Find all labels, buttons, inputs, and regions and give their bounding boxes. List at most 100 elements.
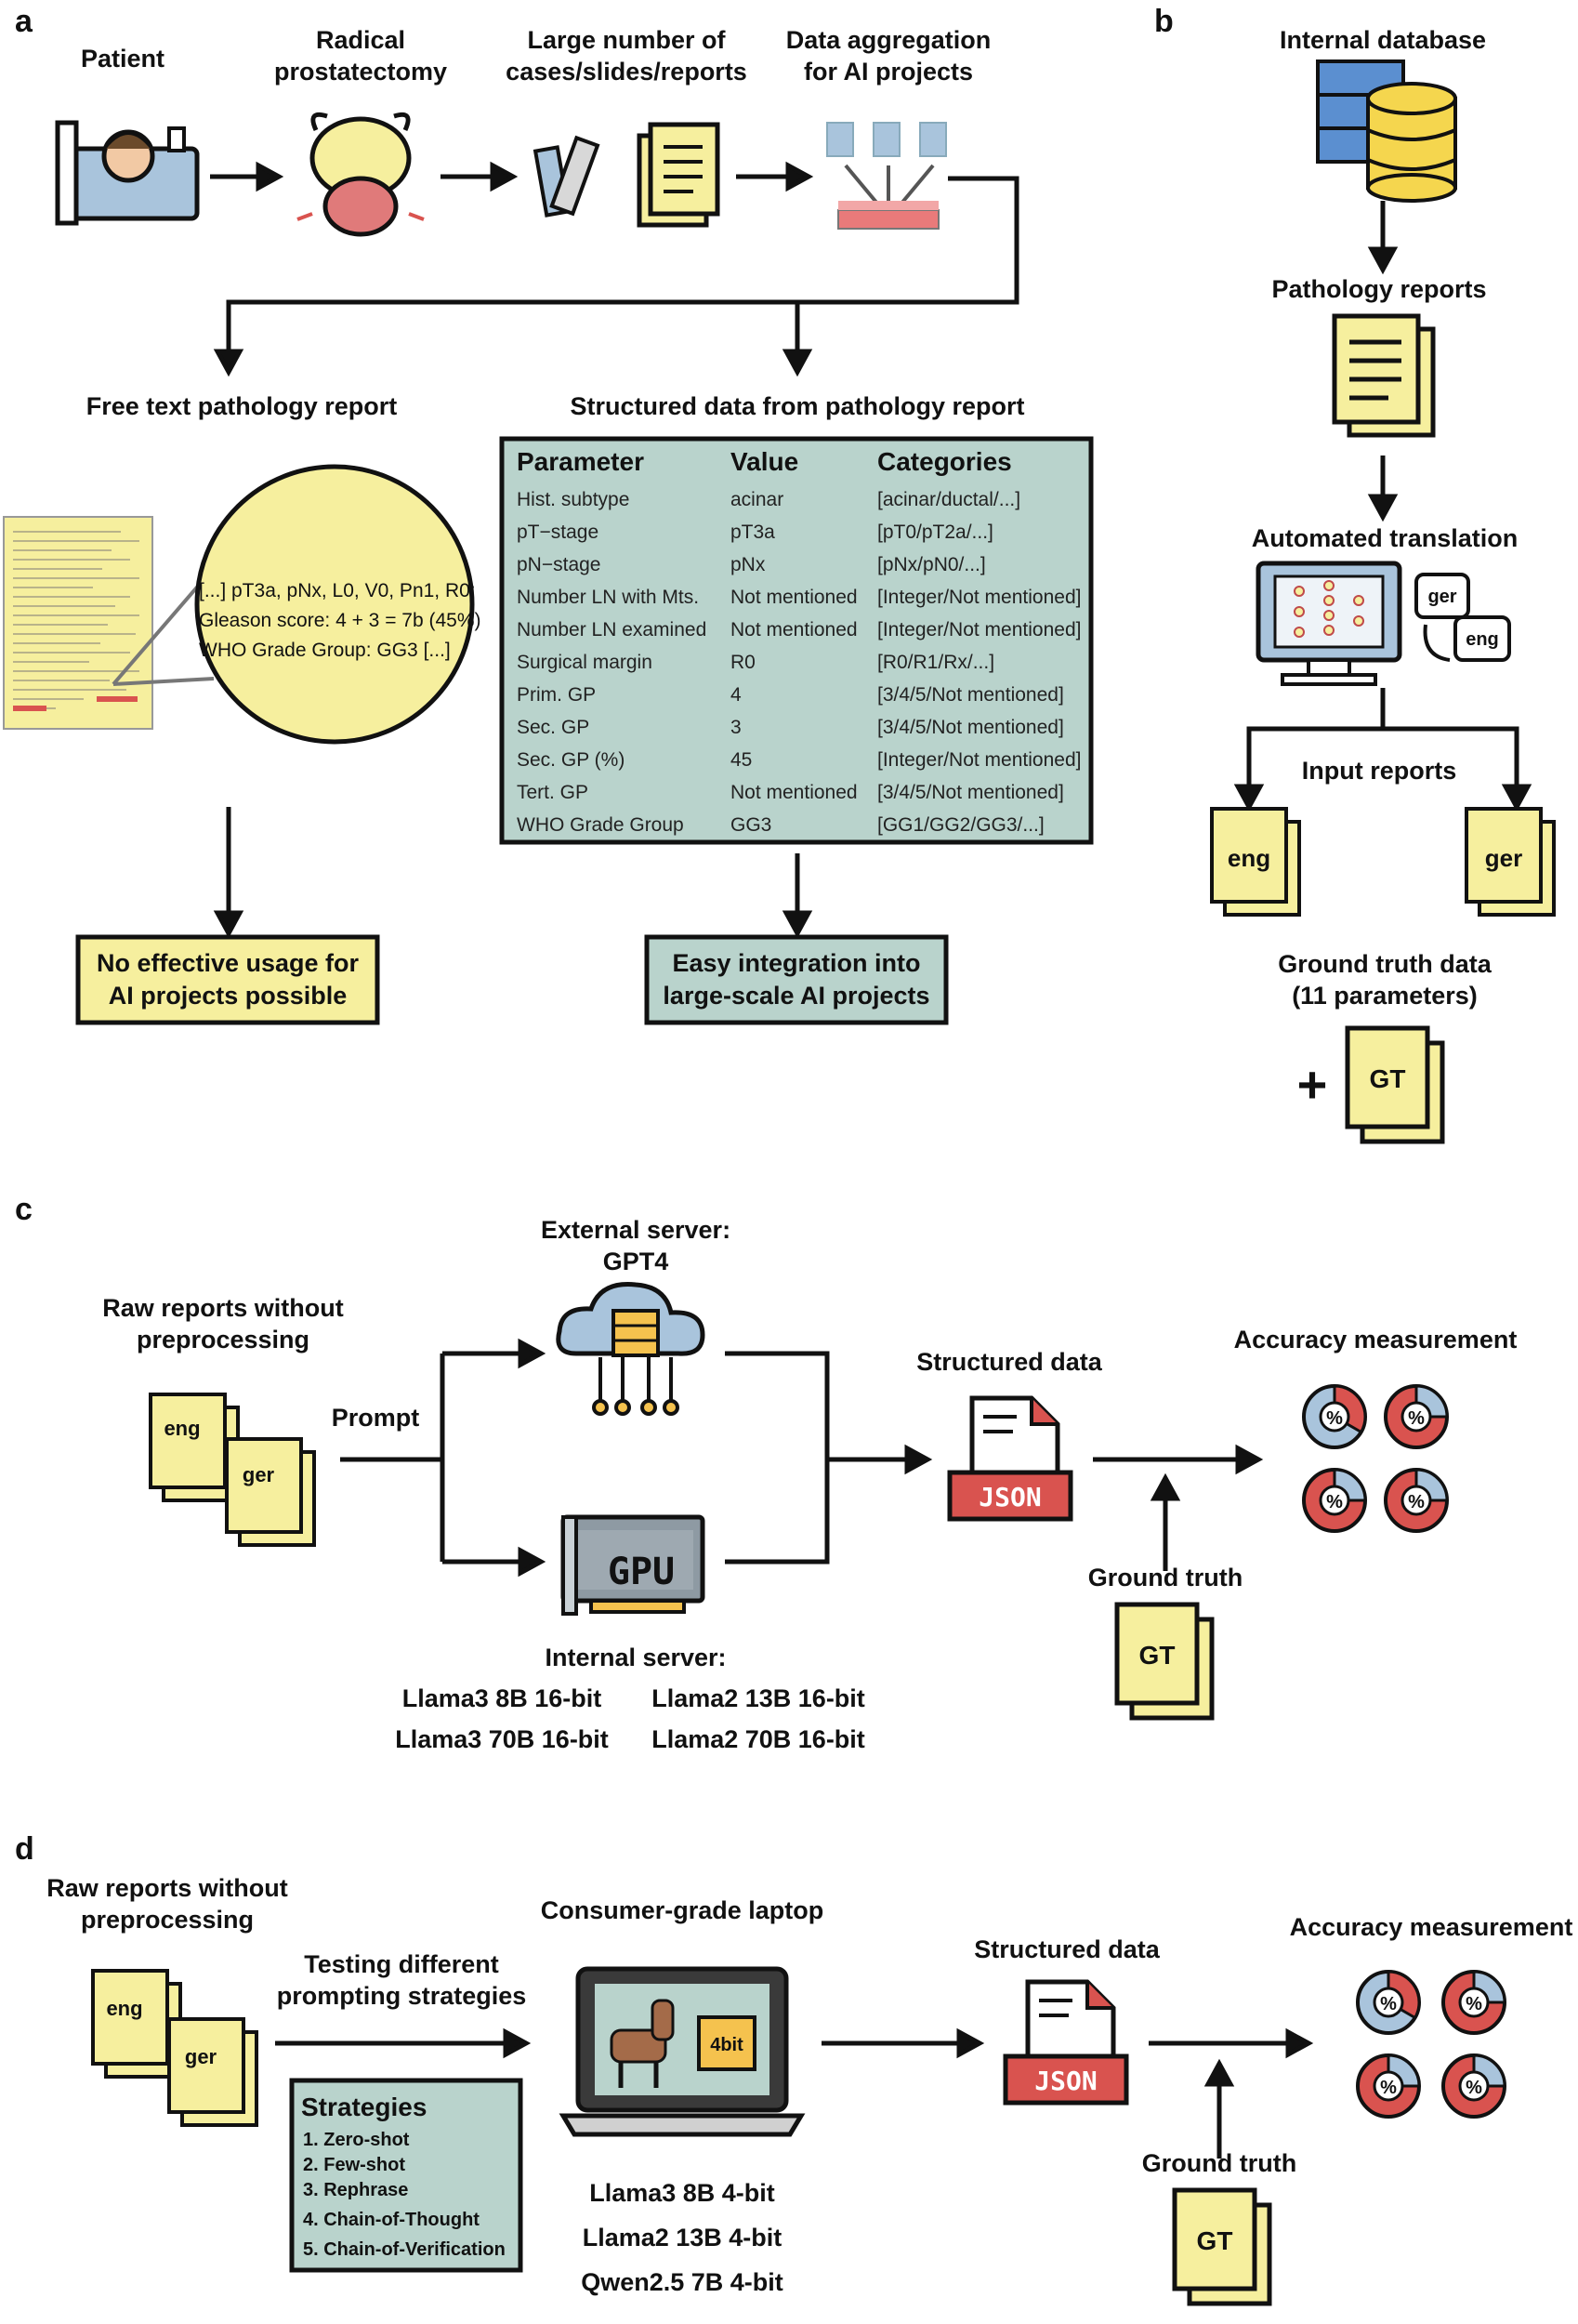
report-eng-d-icon: eng <box>91 1969 182 2079</box>
internal-server-label: Internal server: <box>545 1644 726 1671</box>
table-cell-r9-c2: [3/4/5/Not mentioned] <box>877 782 1064 803</box>
table-cell-r0-c1: acinar <box>730 489 783 510</box>
raw-reports-c-line-1: Raw reports without <box>102 1294 344 1322</box>
table-cell-r1-c0: pT−stage <box>517 522 598 543</box>
plus-sign: + <box>1297 1055 1328 1114</box>
report-ger-d-label: ger <box>185 2045 217 2068</box>
strategies-box: Strategies 1. Zero-shot 2. Few-shot 3. R… <box>289 2078 523 2273</box>
table-cell-r7-c0: Sec. GP <box>517 717 589 738</box>
strategies-title: Strategies <box>301 2093 427 2121</box>
easy-integration-line-2: large-scale AI projects <box>663 982 929 1010</box>
table-cell-r7-c1: 3 <box>730 717 742 738</box>
internal-database-label: Internal database <box>1280 26 1486 54</box>
panel-c: Raw reports without preprocessing eng ge… <box>102 1216 1517 1753</box>
language-bubbles-icon: ger eng <box>1414 573 1511 662</box>
easy-integration-line-1: Easy integration into <box>672 949 920 977</box>
step-aggregation-label-1: Data aggregation <box>786 26 992 54</box>
accuracy-pies-c: % % % % <box>1302 1384 1449 1533</box>
table-cell-r8-c1: 45 <box>730 749 752 771</box>
step-cases-label-1: Large number of <box>527 26 726 54</box>
step-prostatectomy-label-1: Radical <box>316 26 405 54</box>
input-report-eng-label: eng <box>1228 844 1270 872</box>
strategy-3: 3. Rephrase <box>303 2180 408 2200</box>
accuracy-c-label: Accuracy measurement <box>1234 1326 1518 1353</box>
table-cell-r3-c2: [Integer/Not mentioned] <box>877 587 1081 608</box>
gt-b-label: GT <box>1370 1064 1406 1093</box>
panel-b-arrows <box>1233 201 1532 812</box>
table-cell-r4-c2: [Integer/Not mentioned] <box>877 619 1081 640</box>
no-usage-line-1: No effective usage for <box>97 949 360 977</box>
table-cell-r9-c0: Tert. GP <box>517 782 588 803</box>
pie-c-2-label: % <box>1408 1408 1425 1429</box>
structured-title: Structured data from pathology report <box>570 392 1024 420</box>
patient-bed-icon <box>55 120 200 226</box>
table-header-1: Value <box>730 447 798 476</box>
bubble-ger: ger <box>1427 587 1456 607</box>
step-cases-label-2: cases/slides/reports <box>506 58 747 86</box>
accuracy-pies-d: % % % % <box>1356 1970 1506 2119</box>
table-cell-r5-c1: R0 <box>730 652 756 673</box>
free-text-report-document <box>3 516 153 730</box>
panel-a: Patient Radical prostatectomy Large numb… <box>3 26 1094 1025</box>
table-cell-r9-c1: Not mentioned <box>730 782 858 803</box>
raw-reports-d-line-2: preprocessing <box>81 1906 254 1934</box>
pie-c-4-label: % <box>1408 1492 1425 1512</box>
json-d-label: JSON <box>1034 2066 1097 2096</box>
translation-monitor-icon <box>1256 561 1402 686</box>
table-cell-r4-c0: Number LN examined <box>517 619 706 640</box>
report-ger-c-label: ger <box>243 1463 275 1486</box>
gt-d-icon: GT <box>1172 2187 1272 2306</box>
data-aggregation-icon <box>826 122 947 230</box>
laptop-label: Consumer-grade laptop <box>541 1896 824 1924</box>
input-report-ger-label: ger <box>1485 844 1522 872</box>
report-ger-d-icon: ger <box>167 2017 258 2127</box>
translation-label: Automated translation <box>1252 524 1519 552</box>
structured-data-d-label: Structured data <box>974 1935 1161 1963</box>
panel-b: Internal database Pathology reports <box>1210 26 1556 1144</box>
zoom-line-2: Gleason score: 4 + 3 = 7b (45%) <box>199 610 481 631</box>
table-cell-r0-c0: Hist. subtype <box>517 489 629 510</box>
table-cell-r6-c1: 4 <box>730 684 742 706</box>
model-c-2: Llama2 13B 16-bit <box>651 1684 865 1712</box>
pathology-reports-icon <box>1332 313 1436 438</box>
table-cell-r10-c2: [GG1/GG2/GG3/...] <box>877 814 1045 836</box>
raw-reports-c-line-2: preprocessing <box>137 1326 309 1353</box>
panel-c-arrows <box>340 1338 1264 1578</box>
table-header-2: Categories <box>877 447 1012 476</box>
table-cell-r1-c2: [pT0/pT2a/...] <box>877 522 993 543</box>
table-cell-r2-c2: [pNx/pN0/...] <box>877 554 986 575</box>
database-icon <box>1316 59 1457 203</box>
step-aggregation-label-2: for AI projects <box>804 58 973 86</box>
strategy-2: 2. Few-shot <box>303 2155 405 2175</box>
gt-c-icon: GT <box>1114 1602 1215 1721</box>
pie-d-2-label: % <box>1466 1994 1482 2014</box>
external-server-line-1: External server: <box>541 1216 730 1244</box>
table-cell-r3-c0: Number LN with Mts. <box>517 587 699 608</box>
json-c-label: JSON <box>979 1482 1041 1512</box>
structured-data-c-label: Structured data <box>916 1348 1103 1376</box>
pie-c-1-label: % <box>1326 1408 1343 1429</box>
table-cell-r8-c0: Sec. GP (%) <box>517 749 625 771</box>
step-patient-label: Patient <box>81 45 164 73</box>
laptop-icon: 4bit <box>559 1966 806 2137</box>
model-c-3: Llama3 70B 16-bit <box>395 1725 609 1753</box>
report-eng-c-icon: eng <box>149 1393 240 1502</box>
panel-label-a: a <box>15 4 33 39</box>
table-cell-r1-c1: pT3a <box>730 522 775 543</box>
zoom-line-1: [...] pT3a, pNx, L0, V0, Pn1, R0; <box>199 580 476 601</box>
ground-truth-c-label: Ground truth <box>1088 1564 1243 1591</box>
bubble-eng: eng <box>1466 629 1499 650</box>
pie-d-3-label: % <box>1380 2078 1397 2098</box>
panel-label-c: c <box>15 1192 33 1227</box>
testing-line-1: Testing different <box>304 1950 499 1978</box>
input-report-eng-icon: eng <box>1210 807 1301 917</box>
gt-c-label: GT <box>1139 1641 1176 1670</box>
slides-reports-icon <box>533 122 720 228</box>
strategy-5: 5. Chain-of-Verification <box>303 2239 506 2260</box>
table-cell-r8-c2: [Integer/Not mentioned] <box>877 749 1081 771</box>
step-prostatectomy-label-2: prostatectomy <box>274 58 447 86</box>
easy-integration-box: Easy integration into large-scale AI pro… <box>644 934 949 1025</box>
report-eng-d-label: eng <box>106 1997 142 2020</box>
